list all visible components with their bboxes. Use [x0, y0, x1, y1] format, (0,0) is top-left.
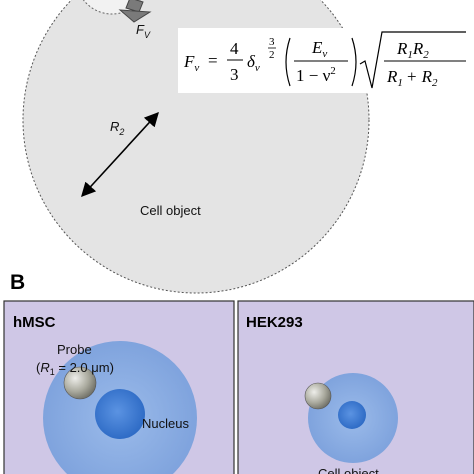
hmsc-title: hMSC — [13, 314, 56, 331]
formula-exp-den: 2 — [269, 49, 275, 61]
formula-mod-num: Ev — [311, 38, 327, 60]
hmsc-nucleus — [95, 389, 145, 439]
formula-paren-right — [351, 37, 357, 87]
formula-sqrt-den: R1+ R2 — [386, 67, 438, 89]
panel-b-left: hMSC Probe (R1 = 2.0 μm) Nucleus — [3, 300, 235, 474]
formula-paren-left — [285, 37, 291, 87]
hek293-title: HEK293 — [246, 314, 303, 331]
hmsc-probe — [63, 366, 97, 400]
formula-sqrt-num: R1R2 — [396, 39, 429, 61]
formula-sqrt-sign — [359, 31, 466, 89]
panel-b-right: HEK293 Cell object — [237, 300, 474, 474]
panel-b-letter: B — [10, 271, 25, 294]
force-label: FV — [136, 22, 151, 40]
formula-equals: = — [208, 51, 218, 70]
panel-a: FV R2 Cell object Fv = 4 3 δv — [22, 0, 474, 294]
cell-object-label-a: Cell object — [140, 203, 201, 218]
hek293-nucleus — [338, 401, 366, 429]
formula: Fv = 4 3 δv 3 2 Ev — [178, 28, 474, 93]
formula-lhs: Fv — [183, 52, 199, 74]
formula-coef-num: 4 — [230, 39, 239, 58]
formula-mod-den: 1 − ν2 — [296, 65, 336, 85]
hek293-probe — [304, 382, 332, 410]
formula-delta: δv — [247, 52, 260, 74]
probe-radius-label: (R1 = 2.0 μm) — [36, 360, 114, 377]
nucleus-label: Nucleus — [142, 416, 189, 431]
hek293-cell-label: Cell object — [318, 466, 379, 474]
formula-coef-den: 3 — [230, 65, 239, 84]
force-arrow — [118, 0, 152, 23]
probe-label: Probe — [57, 342, 92, 357]
radius-arrow — [81, 111, 159, 198]
formula-exp-num: 3 — [269, 36, 275, 48]
radius-label: R2 — [110, 119, 124, 137]
